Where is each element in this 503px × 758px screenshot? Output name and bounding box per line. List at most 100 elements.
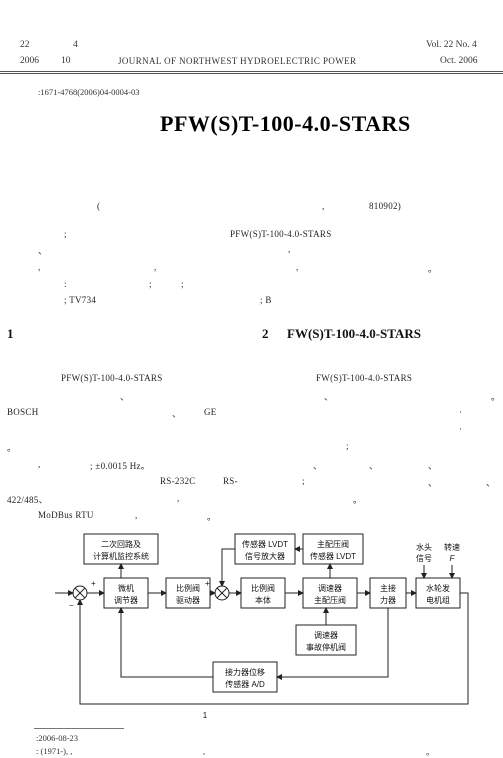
box-emergency-line2: 事故停机阀 <box>306 642 346 652</box>
header-year-left: 2006 <box>20 56 39 66</box>
left-col-bosch: BOSCH <box>7 407 39 417</box>
box-micro-line1: 微机 <box>118 583 134 593</box>
page-title: PFW(S)T-100-4.0-STARS <box>160 111 411 136</box>
box-lvdt-amplifier: 传感器 LVDT 信号放大器 <box>234 533 296 565</box>
abstract-dot: 、 <box>38 246 48 256</box>
left-col-period-2: 。 <box>207 512 217 522</box>
box-gov-main-valve-line1: 调速器 <box>318 584 342 593</box>
box-main-valve-lvdt-line2: 传感器 LVDT <box>310 551 356 561</box>
abstract-model: PFW(S)T-100-4.0-STARS <box>230 229 332 239</box>
box-turbine-generator: 水轮发 电机组 <box>415 577 461 609</box>
abstract-semicolon: ; <box>64 229 67 239</box>
header-journal-name: JOURNAL OF NORTHWEST HYDROELECTRIC POWER <box>118 56 357 66</box>
abstract-comma-b: , <box>38 262 41 272</box>
box-servomotor: 主接 力器 <box>369 577 407 609</box>
footer-period: 。 <box>426 747 435 757</box>
author-bio: : (1971-), , <box>36 746 73 756</box>
box-secondary-line2: 计算机监控系统 <box>93 551 149 561</box>
keywords-semicolon-2: ; <box>181 279 184 289</box>
left-col-ge: GE <box>204 407 217 417</box>
sign-plus-1: + <box>91 579 96 588</box>
figure-caption: 1 <box>203 711 208 720</box>
affiliation-open: ( <box>97 201 101 211</box>
box-micro-regulator: 微机 调节器 <box>103 577 149 609</box>
right-col-dun: 、 <box>324 392 334 402</box>
box-servomotor-line1: 主接 <box>380 583 396 593</box>
box-position-sensor-line1: 接力器位移 <box>225 667 265 677</box>
box-position-sensor: 接力器位移 传感器 A/D <box>212 661 278 693</box>
footer-comma: , <box>203 746 206 756</box>
section-2-number: 2 <box>262 326 269 341</box>
arrow-outer-feedback <box>77 592 469 705</box>
box-emergency-stop-valve: 调速器 事故停机阀 <box>295 624 357 656</box>
box-secondary-line1: 二次回路及 <box>101 539 141 549</box>
left-col-comma-f: , <box>177 493 180 503</box>
keywords-colon: : <box>64 279 67 289</box>
right-col-semicolon-2: ; <box>302 476 305 486</box>
sign-plus-2: + <box>205 579 210 588</box>
left-col-frequency: ; ±0.0015 Hz。 <box>90 461 151 471</box>
arrow-amp-sum2 <box>219 548 235 587</box>
right-col-dun-c: 、 <box>428 461 438 471</box>
box-micro-line2: 调节器 <box>114 596 138 605</box>
right-col-dun-d: 、 <box>428 478 438 488</box>
left-col-rs: RS- <box>223 476 238 486</box>
left-col-period-1: 。 <box>7 443 17 453</box>
left-col-comma-g: , <box>135 510 138 520</box>
left-col-dun: 、 <box>120 392 130 402</box>
box-lvdt-amp-line2: 信号放大器 <box>245 551 285 561</box>
clc-number: ; TV734 <box>64 295 97 305</box>
header-volume-right: Vol. 22 No. 4 <box>426 40 477 50</box>
right-col-dot-2: · <box>459 407 463 417</box>
affiliation-postcode: 810902) <box>369 201 402 211</box>
box-prop-valve-body: 比例阀 本体 <box>240 577 286 609</box>
right-col-model: FW(S)T-100-4.0-STARS <box>316 373 413 383</box>
summing-junction-1 <box>72 585 88 601</box>
left-col-model: PFW(S)T-100-4.0-STARS <box>61 373 163 383</box>
footer-rule <box>34 728 124 729</box>
summing-junction-2 <box>214 585 230 601</box>
header-issue-left: 4 <box>73 40 78 50</box>
label-speed-line2: F <box>450 554 456 563</box>
abstract-comma-c: , <box>154 262 157 272</box>
box-prop-driver-line1: 比例阀 <box>176 583 200 593</box>
article-id: :1671-4768(2006)04-0004-03 <box>38 87 140 97</box>
arrow-sensor-micro <box>118 607 213 678</box>
label-head-line2: 信号 <box>416 553 432 563</box>
arrow-servomotor-sensor <box>276 608 389 680</box>
right-col-dun-a: 、 <box>313 461 323 471</box>
section-2-title: FW(S)T-100-4.0-STARS <box>287 326 421 341</box>
box-main-valve-lvdt-line1: 主配压阀 <box>317 539 349 549</box>
header-volume-left: 22 <box>20 40 30 50</box>
left-col-modbus: MoDBus RTU <box>38 510 94 520</box>
right-col-semicolon: ; <box>346 441 349 451</box>
abstract-comma-d: , <box>296 262 299 272</box>
right-col-dun-b: 、 <box>369 461 379 471</box>
abstract-period: 。 <box>428 264 438 274</box>
box-lvdt-amp-line1: 传感器 LVDT <box>242 539 288 549</box>
header-date-right: Oct. 2006 <box>440 56 478 66</box>
left-col-rs485: 422/485、 <box>7 495 48 505</box>
right-col-dot-3: · <box>459 424 463 434</box>
right-col-period-2: 。 <box>353 495 363 505</box>
box-turbine-line1: 水轮发 <box>426 583 450 593</box>
abstract-comma-a: , <box>288 244 291 254</box>
box-secondary-circuit: 二次回路及 计算机监控系统 <box>83 533 159 565</box>
right-col-period-1: 。 <box>491 392 501 402</box>
header-rule <box>0 71 503 74</box>
box-prop-driver: 比例阀 驱动器 <box>165 577 211 609</box>
box-prop-valve-line2: 本体 <box>255 595 271 605</box>
box-gov-main-valve-line2: 主配压阀 <box>314 595 346 605</box>
box-position-sensor-line2: 传感器 A/D <box>225 679 265 689</box>
header-month-left: 10 <box>61 56 71 66</box>
box-prop-driver-line2: 驱动器 <box>176 595 200 605</box>
section-1-heading: 1 <box>7 326 14 341</box>
box-main-valve-lvdt: 主配压阀 传感器 LVDT <box>302 533 364 565</box>
box-emergency-line1: 调速器 <box>314 631 338 640</box>
label-speed-line1: 转速 <box>444 542 460 552</box>
keywords-semicolon-1: ; <box>149 279 152 289</box>
affiliation-comma: , <box>322 201 325 211</box>
left-col-comma-e: , <box>38 459 41 469</box>
sign-minus-1: − <box>69 601 74 610</box>
label-head-line1: 水头 <box>416 542 432 552</box>
